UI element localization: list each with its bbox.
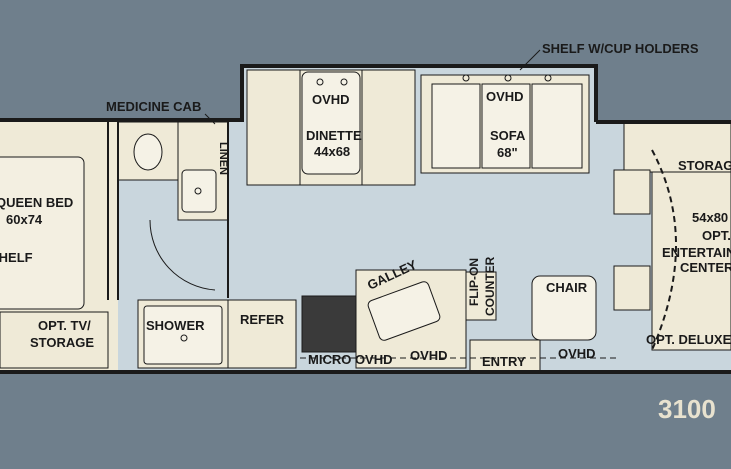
front-storage-label: STORAGE	[678, 158, 731, 173]
opt-ent-label-1: OPT.	[702, 228, 731, 243]
dinette-size-label: 44x68	[314, 144, 350, 159]
sofa-ovhd-label: OVHD	[486, 89, 524, 104]
galley-ovhd-label: OVHD	[410, 348, 448, 363]
sofa-cushion-1	[431, 83, 481, 169]
flip-on-counter	[465, 271, 497, 321]
toilet	[133, 133, 163, 171]
linen-label: LINEN	[217, 142, 229, 175]
chair	[531, 275, 597, 341]
sink-drain	[194, 187, 202, 195]
sofa-cushion-2	[481, 83, 531, 169]
cab-wall-curve	[651, 149, 677, 351]
sofa-size-label: 68"	[497, 145, 518, 160]
shelf-leader	[519, 49, 541, 71]
cup-holder	[504, 74, 512, 82]
flip-on-label: FLIP-ON	[467, 258, 481, 306]
dinette-ovhd-label: OVHD	[312, 92, 350, 107]
dinette-bench-left	[246, 69, 301, 186]
entry-step	[469, 339, 541, 373]
cab-size-label: 54x80	[692, 210, 728, 225]
cab-seat-upper	[613, 169, 651, 215]
cab-storage	[623, 121, 731, 173]
bed-size-label: 60x74	[6, 212, 43, 227]
cup-holder	[340, 78, 348, 86]
shower-drain	[180, 334, 188, 342]
shelf-label: SHELF	[0, 250, 33, 265]
sofa-label: SOFA	[490, 128, 526, 143]
sink	[181, 169, 217, 213]
dinette-table	[301, 71, 361, 175]
galley-sink	[367, 281, 441, 341]
chair-label: CHAIR	[546, 280, 588, 295]
stove	[301, 295, 357, 353]
medicine-cab-label: MEDICINE CAB	[106, 99, 201, 114]
cab-seat-lower	[613, 265, 651, 311]
counter-label: COUNTER	[483, 256, 497, 316]
opt-deluxe-label: OPT. DELUXE	[646, 332, 731, 347]
sofa-cushion-3	[531, 83, 583, 169]
cup-holder	[462, 74, 470, 82]
rear-tv-storage	[0, 311, 109, 369]
refer-label: REFER	[240, 312, 285, 327]
micro-ovhd-label: MICRO OVHD	[308, 352, 393, 367]
dinette-bench-right	[361, 69, 416, 186]
opt-tv-label: OPT. TV/	[38, 318, 91, 333]
rear-storage-label: STORAGE	[30, 335, 94, 350]
bath-door-swing	[149, 219, 216, 291]
refrigerator	[227, 299, 297, 369]
entry-label: ENTRY	[482, 354, 526, 369]
entry-ovhd-label: OVHD	[558, 346, 596, 361]
opt-ent-label-2: ENTERTAINMENT	[662, 245, 731, 260]
dinette-label: DINETTE	[306, 128, 362, 143]
slideout-wall	[240, 64, 598, 122]
cup-holder	[316, 78, 324, 86]
cup-holder	[544, 74, 552, 82]
opt-ent-label-3: CENTER	[680, 260, 731, 275]
queen-bed	[0, 156, 85, 310]
shelf-cup-label: SHELF W/CUP HOLDERS	[542, 41, 699, 56]
model-number: 3100	[658, 394, 716, 424]
shower-label: SHOWER	[146, 318, 205, 333]
queen-bed-label: QUEEN BED	[0, 195, 73, 210]
